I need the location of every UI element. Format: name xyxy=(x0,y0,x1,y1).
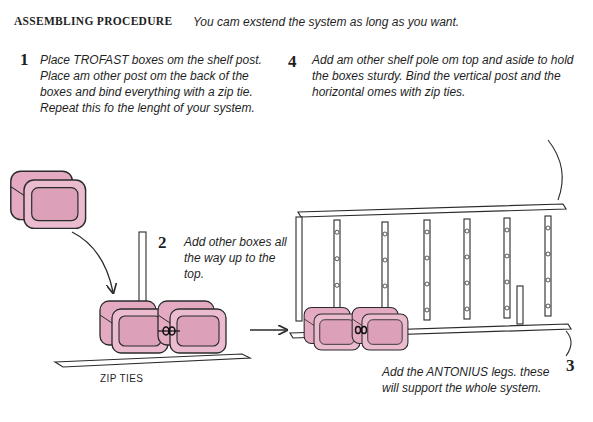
note-text: You cam exstend the system as long as yo… xyxy=(193,14,588,30)
shelf-post xyxy=(55,354,250,367)
step-text: Place TROFAST boxes om the shelf post. P… xyxy=(40,52,282,116)
trofast-box xyxy=(304,307,360,350)
move-arrow xyxy=(72,232,113,292)
callout-number: 1 xyxy=(20,51,36,69)
callout-number: 3 xyxy=(566,357,584,375)
callout-number: 4 xyxy=(288,53,306,71)
shelf-post xyxy=(424,220,430,320)
part-label: ZIP TIES xyxy=(100,373,180,384)
callout-number: 2 xyxy=(158,234,176,252)
page-title: ASSEMBLING PROCEDURE xyxy=(14,15,172,27)
shelf-post xyxy=(504,218,510,318)
trofast-box xyxy=(11,171,86,228)
leader-line xyxy=(566,331,571,356)
zip-tie xyxy=(356,327,367,334)
shelf-post xyxy=(545,216,551,316)
step-text: Add am other shelf pole om top and aside… xyxy=(312,52,576,100)
trofast-box xyxy=(352,307,408,350)
zip-tie xyxy=(158,327,180,335)
step-text: Add the ANTONIUS legs. these will suppor… xyxy=(382,364,562,396)
step-text: Add other boxes all the way up to the to… xyxy=(184,234,292,282)
shelf-post xyxy=(334,220,340,322)
shelf-pole xyxy=(296,217,302,321)
step-arrow xyxy=(250,329,286,330)
shelf-pole xyxy=(517,286,523,324)
shelf-pole xyxy=(298,204,566,217)
leader-line xyxy=(548,140,562,200)
trofast-box xyxy=(158,301,226,353)
shelf-post xyxy=(464,219,470,319)
